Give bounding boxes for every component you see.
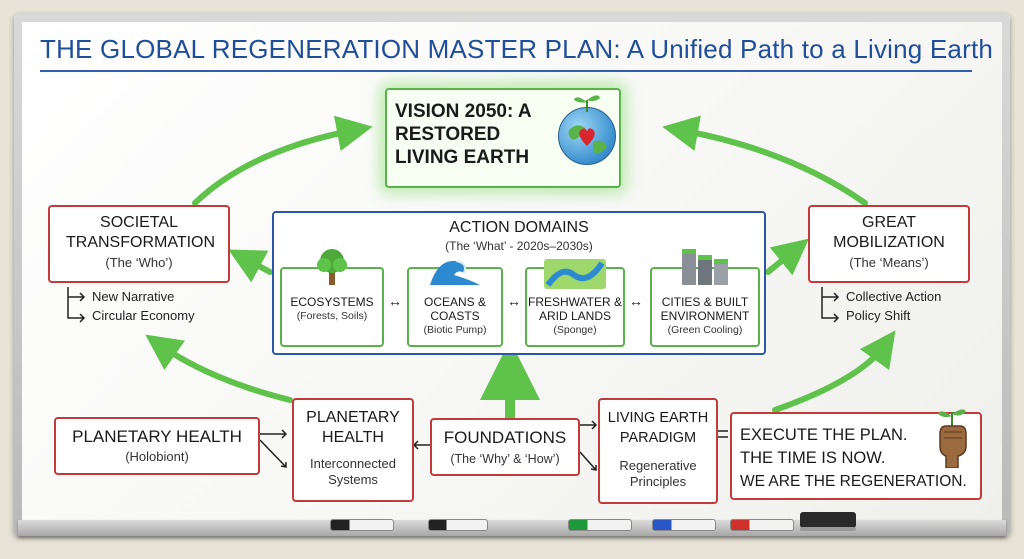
marker-black[interactable] — [428, 519, 488, 531]
list-item: Circular Economy — [92, 308, 195, 323]
domain-ecosystems: ECOSYSTEMS (Forests, Soils) — [280, 249, 384, 347]
vision-box: VISION 2050: A RESTORED LIVING EARTH — [385, 88, 621, 188]
green-buildings-icon — [682, 249, 728, 285]
planetary-health-mid-sub: Interconnected Systems — [309, 456, 396, 487]
domain-cities: CITIES & BUILT ENVIRONMENT (Green Coolin… — [650, 249, 760, 347]
execute-line: THE TIME IS NOW. — [740, 449, 886, 467]
list-item: Policy Shift — [846, 308, 911, 323]
living-earth-paradigm-box: LIVING EARTH PARADIGM Regenerative Princ… — [598, 398, 718, 504]
societal-list: New Narrative Circular Economy — [92, 287, 195, 325]
domain-sub: (Biotic Pump) — [423, 324, 487, 336]
marker-black[interactable] — [330, 519, 394, 531]
action-domains-sub: (The ‘What’ - 2020s–2030s) — [445, 239, 593, 253]
vision-title: VISION 2050: A RESTORED LIVING EARTH — [395, 101, 531, 168]
connector-arrow: ↔ — [507, 293, 521, 309]
planetary-health-sub: (Holobiont) — [125, 449, 189, 464]
planetary-health-holobiont-box: PLANETARY HEALTH (Holobiont) — [54, 417, 260, 475]
marker-green[interactable] — [568, 519, 632, 531]
river-icon — [544, 259, 606, 289]
domain-label: CITIES & BUILT ENVIRONMENT — [660, 295, 750, 323]
page-title: THE GLOBAL REGENERATION MASTER PLAN: A U… — [40, 34, 994, 64]
execute-line: EXECUTE THE PLAN. — [740, 426, 908, 444]
planetary-health-mid-title: PLANETARY HEALTH — [306, 409, 400, 446]
foundations-box: FOUNDATIONS (The ‘Why’ & ‘How’) — [430, 418, 580, 476]
execute-line: WE ARE THE REGENERATION. — [740, 473, 967, 490]
foundations-sub: (The ‘Why’ & ‘How’) — [450, 452, 560, 466]
whiteboard-eraser[interactable] — [800, 512, 856, 531]
societal-transformation-box: SOCIETAL TRANSFORMATION (The ‘Who’) — [48, 205, 230, 283]
domain-oceans: OCEANS & COASTS (Biotic Pump) — [407, 260, 503, 347]
domain-sub: (Forests, Soils) — [296, 310, 368, 322]
planetary-health-systems-box: PLANETARY HEALTH Interconnected Systems — [292, 398, 414, 502]
paradigm-title: LIVING EARTH PARADIGM — [607, 410, 709, 446]
great-mobilization-box: GREAT MOBILIZATION (The ‘Means’) — [808, 205, 970, 283]
mobilization-list: Collective Action Policy Shift — [846, 287, 941, 325]
sprout-icon — [574, 95, 600, 112]
earth-heart-icon — [558, 107, 616, 165]
action-domains-title: ACTION DOMAINS — [449, 219, 589, 236]
societal-title: SOCIETAL TRANSFORMATION — [66, 214, 216, 251]
domain-sub: (Green Cooling) — [667, 324, 743, 336]
mobilization-title: GREAT MOBILIZATION — [833, 214, 945, 251]
marker-blue[interactable] — [652, 519, 716, 531]
list-item: New Narrative — [92, 289, 175, 304]
domain-label: OCEANS & COASTS — [423, 295, 486, 323]
mobilization-sub: (The ‘Means’) — [849, 255, 929, 270]
connector-arrow: ↔ — [629, 293, 643, 309]
marker-tray — [18, 520, 1006, 536]
domain-freshwater: FRESHWATER & ARID LANDS (Sponge) — [525, 259, 625, 347]
title-underline — [40, 70, 972, 72]
domain-sub: (Sponge) — [553, 324, 597, 336]
foundations-title: FOUNDATIONS — [443, 428, 567, 447]
list-item: Collective Action — [846, 289, 942, 304]
domain-label: ECOSYSTEMS — [290, 295, 374, 309]
connector-arrow: ↔ — [388, 293, 402, 309]
execute-plan-box: EXECUTE THE PLAN. THE TIME IS NOW. WE AR… — [730, 409, 982, 500]
action-domains-box: ACTION DOMAINS (The ‘What’ - 2020s–2030s… — [272, 211, 766, 355]
fist-sprout-icon — [938, 409, 967, 468]
tree-icon — [317, 249, 347, 285]
domain-label: FRESHWATER & ARID LANDS — [527, 295, 622, 323]
paradigm-sub: Regenerative Principles — [619, 458, 697, 489]
wave-icon — [430, 260, 480, 285]
marker-red[interactable] — [730, 519, 794, 531]
societal-sub: (The ‘Who’) — [105, 255, 173, 270]
planetary-health-title: PLANETARY HEALTH — [72, 427, 242, 446]
